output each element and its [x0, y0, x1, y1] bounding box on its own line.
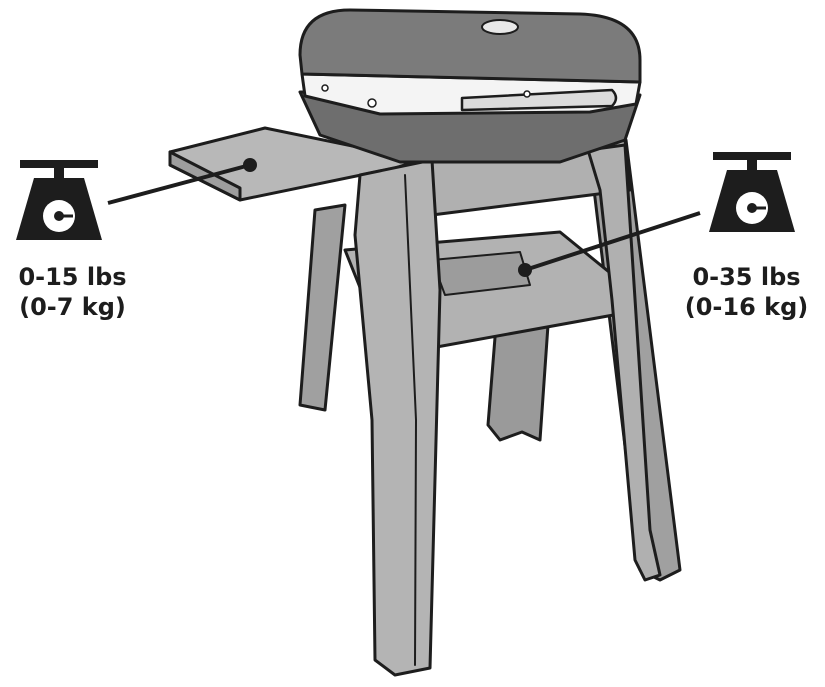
bottom-shelf-capacity-kg: (0-16 kg)	[684, 293, 809, 321]
side-shelf-capacity-kg: (0-7 kg)	[19, 293, 126, 321]
band-rivet	[321, 84, 329, 92]
lid-vent	[481, 19, 519, 35]
bottom-shelf-capacity-label: 0-35 lbs (0-16 kg)	[668, 262, 825, 322]
lid-handle	[460, 88, 618, 112]
band-rivet	[367, 98, 377, 108]
rear-center-leg	[486, 323, 550, 442]
rear-left-leg	[298, 203, 347, 412]
band-rivet	[523, 90, 531, 98]
scale-icon	[16, 160, 102, 240]
front-right-leg	[586, 143, 662, 582]
bottom-shelf-capacity-lbs: 0-35 lbs	[692, 263, 801, 291]
scale-icon-top	[20, 160, 98, 168]
side-shelf-callout	[107, 158, 257, 205]
callout-dot	[518, 263, 532, 277]
front-left-leg	[353, 158, 442, 677]
scale-icon-stem	[747, 160, 757, 170]
scale-icon	[709, 152, 795, 232]
side-shelf-capacity-lbs: 0-15 lbs	[18, 263, 127, 291]
front-left-leg-edge	[404, 174, 417, 666]
bottom-shelf-callout	[518, 211, 701, 277]
side-shelf-capacity-label: 0-15 lbs (0-7 kg)	[0, 262, 145, 322]
grill-lid	[298, 8, 642, 84]
callout-line	[107, 163, 251, 205]
callout-dot	[243, 158, 257, 172]
scale-icon-stem	[54, 168, 64, 178]
callout-line	[524, 211, 701, 272]
scale-icon-top	[713, 152, 791, 160]
grill-stand-illustration	[168, 8, 682, 677]
